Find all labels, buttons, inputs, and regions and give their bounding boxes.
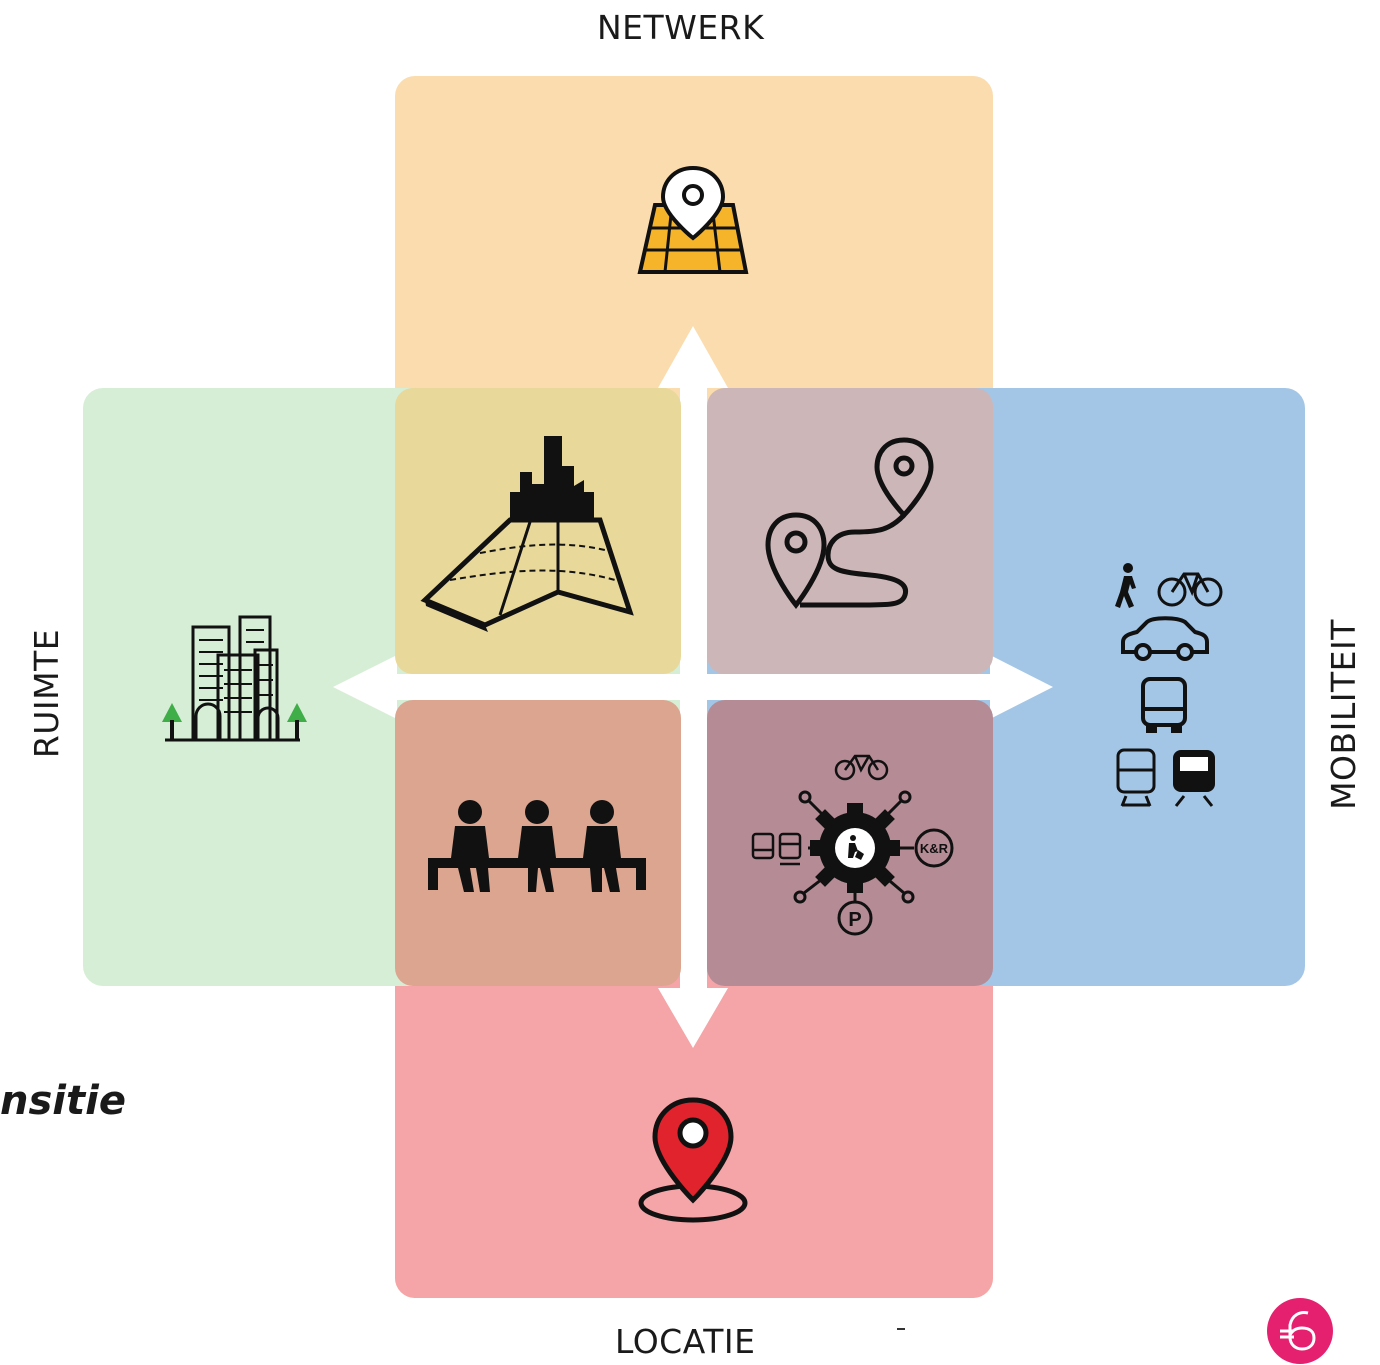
- location-pin-icon: [638, 1097, 748, 1223]
- svg-text:K&R: K&R: [920, 841, 949, 856]
- bicycle-icon: [834, 754, 889, 781]
- transport-modes-icon: [1115, 563, 1223, 807]
- bicycle-icon: [1157, 572, 1223, 607]
- metro-icon: [1173, 750, 1215, 807]
- bus-train-icon: [751, 832, 802, 866]
- city-map-icon: [420, 436, 634, 632]
- parking-badge: P: [837, 900, 873, 936]
- brand-logo-icon: [1267, 1298, 1333, 1364]
- partial-caption-text: nsitie: [0, 1078, 126, 1124]
- ruimte-label: RUIMTE: [27, 628, 67, 759]
- netwerk-label: NETWERK: [597, 8, 765, 47]
- train-icon: [1116, 748, 1156, 807]
- mobility-hub-icon: K&R P: [751, 754, 954, 936]
- cross-arrows: [333, 326, 1053, 1048]
- people-on-bench-icon: [428, 800, 646, 892]
- kiss-and-ride-badge: K&R: [914, 828, 954, 868]
- map-pin-icon: [637, 165, 749, 274]
- mobiliteit-label: MOBILITEIT: [1323, 619, 1363, 810]
- city-buildings-icon: [162, 615, 307, 742]
- route-icon: [765, 437, 934, 610]
- svg-text:P: P: [848, 909, 861, 931]
- car-icon: [1121, 616, 1209, 661]
- tree-icon: [162, 703, 307, 740]
- dash-mark: [897, 1328, 905, 1330]
- locatie-label: LOCATIE: [615, 1322, 756, 1361]
- bus-icon: [1141, 677, 1187, 733]
- pedestrian-icon: [1115, 563, 1136, 608]
